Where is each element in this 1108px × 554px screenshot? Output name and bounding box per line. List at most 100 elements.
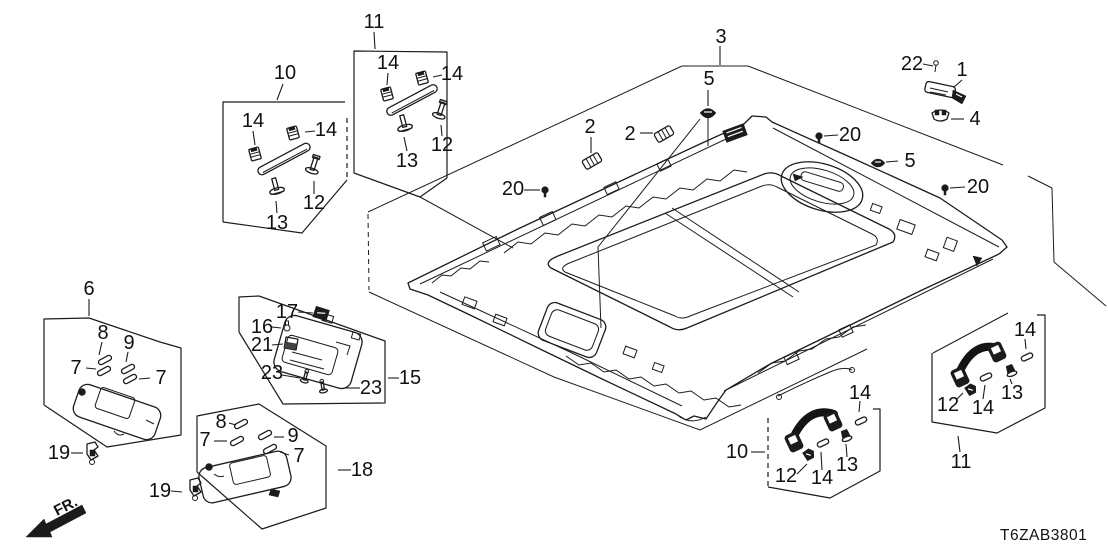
visor-pill-7 [96, 365, 112, 377]
clip-20-c [941, 184, 949, 196]
callout-leader-14 [858, 400, 861, 413]
callout-leader-22 [922, 63, 934, 67]
callout-leader-13 [403, 136, 408, 152]
callout-leader-20 [949, 186, 966, 189]
callout-10: 10 [726, 441, 748, 463]
callout-leader-1 [953, 79, 963, 88]
callout-leader-20 [823, 134, 839, 137]
harness-zigzag-rear [757, 324, 867, 374]
callout-leader-14 [304, 130, 316, 133]
grab-rail [257, 142, 311, 176]
harness-zigzag-tip [431, 260, 490, 284]
hook-part-1 [924, 80, 967, 105]
callout-13: 13 [1001, 382, 1023, 404]
callout-4: 4 [969, 108, 980, 130]
edge-clip [972, 255, 983, 267]
callout-leader-12 [796, 463, 808, 475]
visor-pill-7 [229, 435, 245, 447]
callout-leader-19 [170, 490, 183, 493]
callout-16: 16 [251, 316, 273, 338]
callout-14: 14 [849, 382, 871, 404]
callout-leader-7 [85, 367, 97, 370]
callout-6: 6 [83, 278, 94, 300]
callout-leader-17 [297, 311, 314, 314]
callout-leader-11 [957, 435, 961, 453]
callout-14: 14 [811, 467, 833, 489]
callout-10: 10 [274, 62, 296, 84]
callout-2: 2 [584, 116, 595, 138]
callout-14: 14 [1014, 319, 1036, 341]
callout-2: 2 [624, 123, 635, 145]
callout-8: 8 [97, 322, 108, 344]
visor-pill-8 [97, 354, 113, 366]
visor-pill-9 [120, 363, 136, 375]
callout-14: 14 [315, 119, 337, 141]
callout-leader-12 [440, 124, 443, 137]
clip-2-a [581, 152, 603, 170]
detail-box-6-sunvisor [43, 317, 182, 448]
callout-leader-14 [1024, 338, 1027, 350]
callout-7: 7 [293, 445, 304, 467]
callout-leader-12 [955, 392, 964, 401]
visor-pill-7 [122, 373, 138, 385]
callout-19: 19 [149, 480, 171, 502]
grab-rail [386, 84, 438, 116]
detail-box-10-top-left [222, 101, 348, 234]
detail-box-15-console [238, 295, 386, 405]
callout-leader-13 [1009, 378, 1013, 385]
callout-12: 12 [431, 134, 453, 156]
callout-leader-8 [228, 422, 237, 426]
callout-leader-16 [271, 326, 282, 329]
callout-14: 14 [242, 110, 264, 132]
clip-5-a [699, 108, 717, 119]
diagram-code: T6ZAB3801 [1000, 527, 1087, 544]
clip-20-a [541, 186, 549, 198]
screw-22 [933, 60, 939, 73]
headliner-panel [407, 115, 1008, 422]
callout-14: 14 [972, 397, 994, 419]
callout-5: 5 [904, 150, 915, 172]
fr-direction-arrow: FR. [25, 493, 87, 538]
sunroof-opening-inner [562, 184, 878, 319]
callout-12: 12 [937, 394, 959, 416]
callout-9: 9 [123, 332, 134, 354]
callout-12: 12 [775, 465, 797, 487]
harness-zigzag-front [565, 355, 742, 408]
callout-leader-13 [845, 443, 848, 458]
callout-leader-8 [98, 341, 103, 356]
callout-18: 18 [351, 459, 373, 481]
callout-5: 5 [703, 68, 714, 90]
visor-pill-8 [233, 418, 249, 430]
screw-23 [318, 378, 329, 394]
callout-20: 20 [967, 176, 989, 198]
pill-14 [816, 438, 830, 448]
callout-leader-14 [386, 72, 389, 86]
clip-14 [415, 70, 429, 86]
callout-7: 7 [70, 357, 81, 379]
clip-5-b [870, 158, 886, 168]
clip-12 [964, 383, 977, 397]
callout-7: 7 [199, 429, 210, 451]
pill-14 [979, 372, 993, 382]
grab-handle [950, 341, 1007, 388]
oval-cutout [780, 161, 864, 213]
callout-leader-5 [885, 160, 899, 163]
top-bump-bracket [722, 123, 748, 143]
callout-9: 9 [287, 425, 298, 447]
visor-pill-9 [257, 429, 273, 441]
callout-15: 15 [399, 367, 421, 389]
screw-13 [840, 429, 853, 443]
callout-13: 13 [836, 454, 858, 476]
clip-19-right [189, 477, 202, 501]
callout-11: 11 [364, 11, 385, 33]
callout-22: 22 [901, 53, 923, 75]
callout-leader-14 [432, 74, 443, 78]
clip-17 [312, 305, 330, 322]
callout-3: 3 [715, 26, 726, 48]
clip-14 [248, 146, 262, 162]
callout-20: 20 [502, 178, 524, 200]
callout-leader-13 [275, 200, 278, 214]
